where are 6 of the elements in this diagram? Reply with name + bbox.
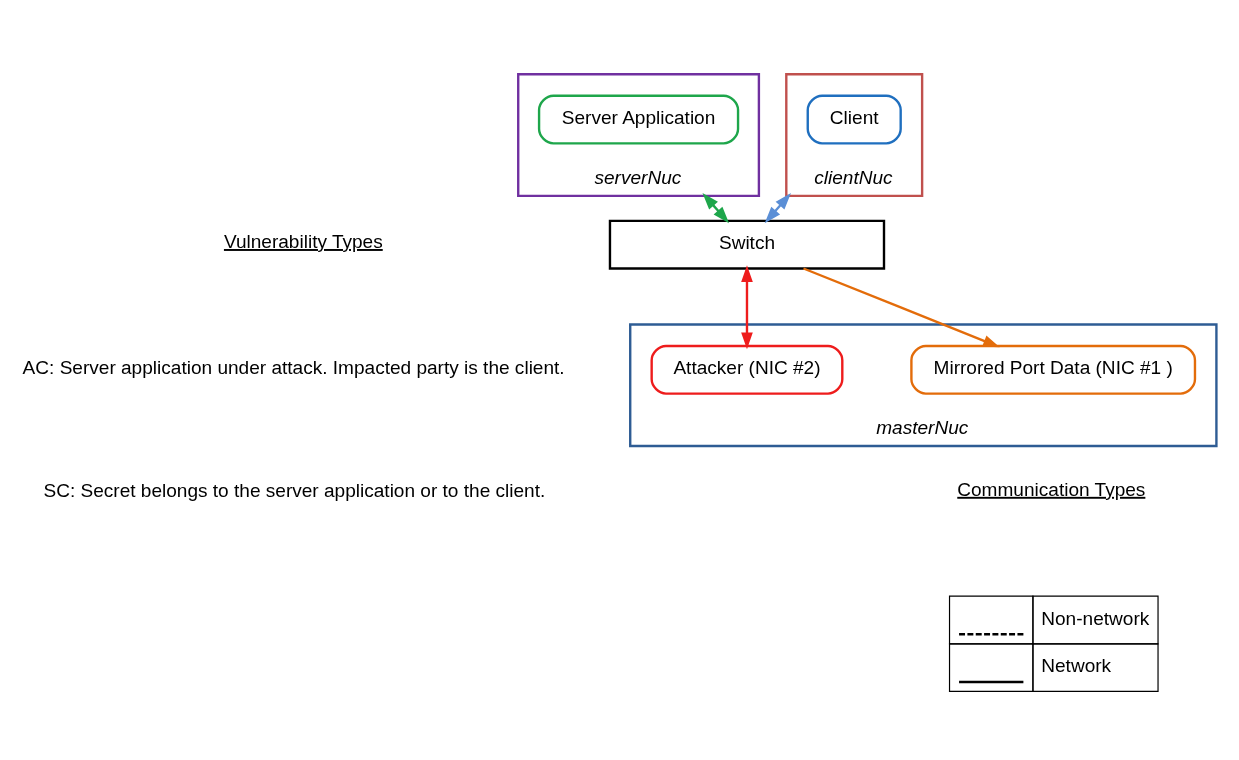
label: Communication Types [957,478,1146,500]
label: AC: Server application under attack. Impacted party is the client. [22,356,565,378]
legend-label: Non-network [1041,607,1150,629]
label: SC: Secret belongs to the server application or to the client. [43,479,546,501]
legend-label: Network [1041,654,1112,676]
label: Vulnerability Types [223,230,383,252]
